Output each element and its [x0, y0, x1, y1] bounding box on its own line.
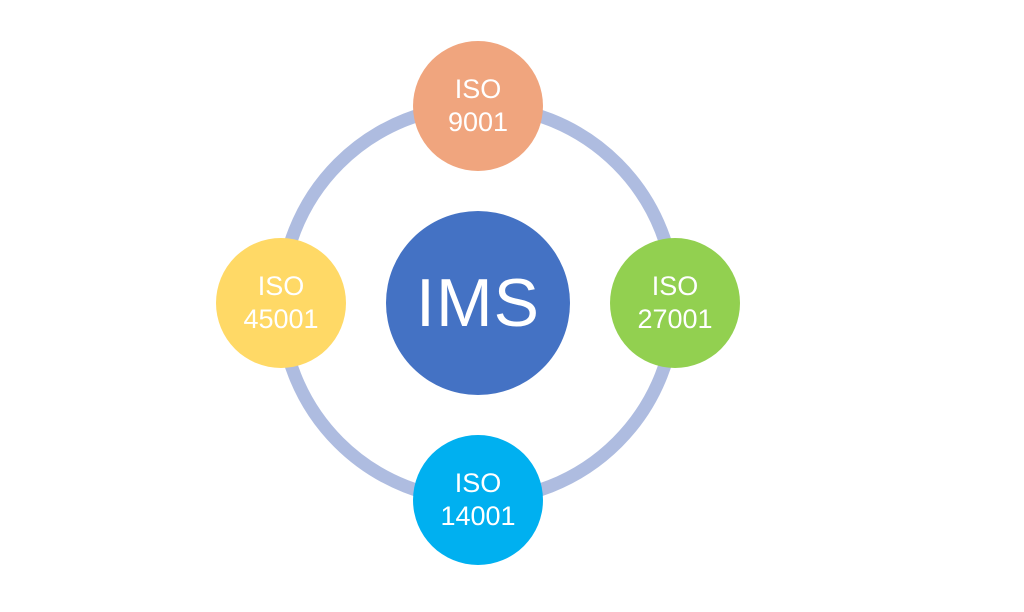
node-iso-27001: ISO 27001: [610, 238, 740, 368]
node-iso-27001-label-line2: 27001: [637, 304, 713, 334]
node-iso-14001-label-line1: ISO: [454, 468, 502, 498]
node-iso-9001-label-line1: ISO: [454, 74, 502, 104]
node-iso-14001-label-line2: 14001: [440, 501, 516, 531]
node-iso-14001: ISO 14001: [413, 435, 543, 565]
node-iso-9001: ISO 9001: [413, 41, 543, 171]
center-label: IMS: [416, 265, 540, 341]
node-iso-45001: ISO 45001: [216, 238, 346, 368]
node-iso-45001-label-line1: ISO: [257, 271, 305, 301]
node-iso-27001-label-line1: ISO: [651, 271, 699, 301]
node-ims-center: IMS: [386, 211, 570, 395]
node-iso-45001-label-line2: 45001: [243, 304, 319, 334]
node-iso-9001-label-line2: 9001: [447, 107, 509, 137]
